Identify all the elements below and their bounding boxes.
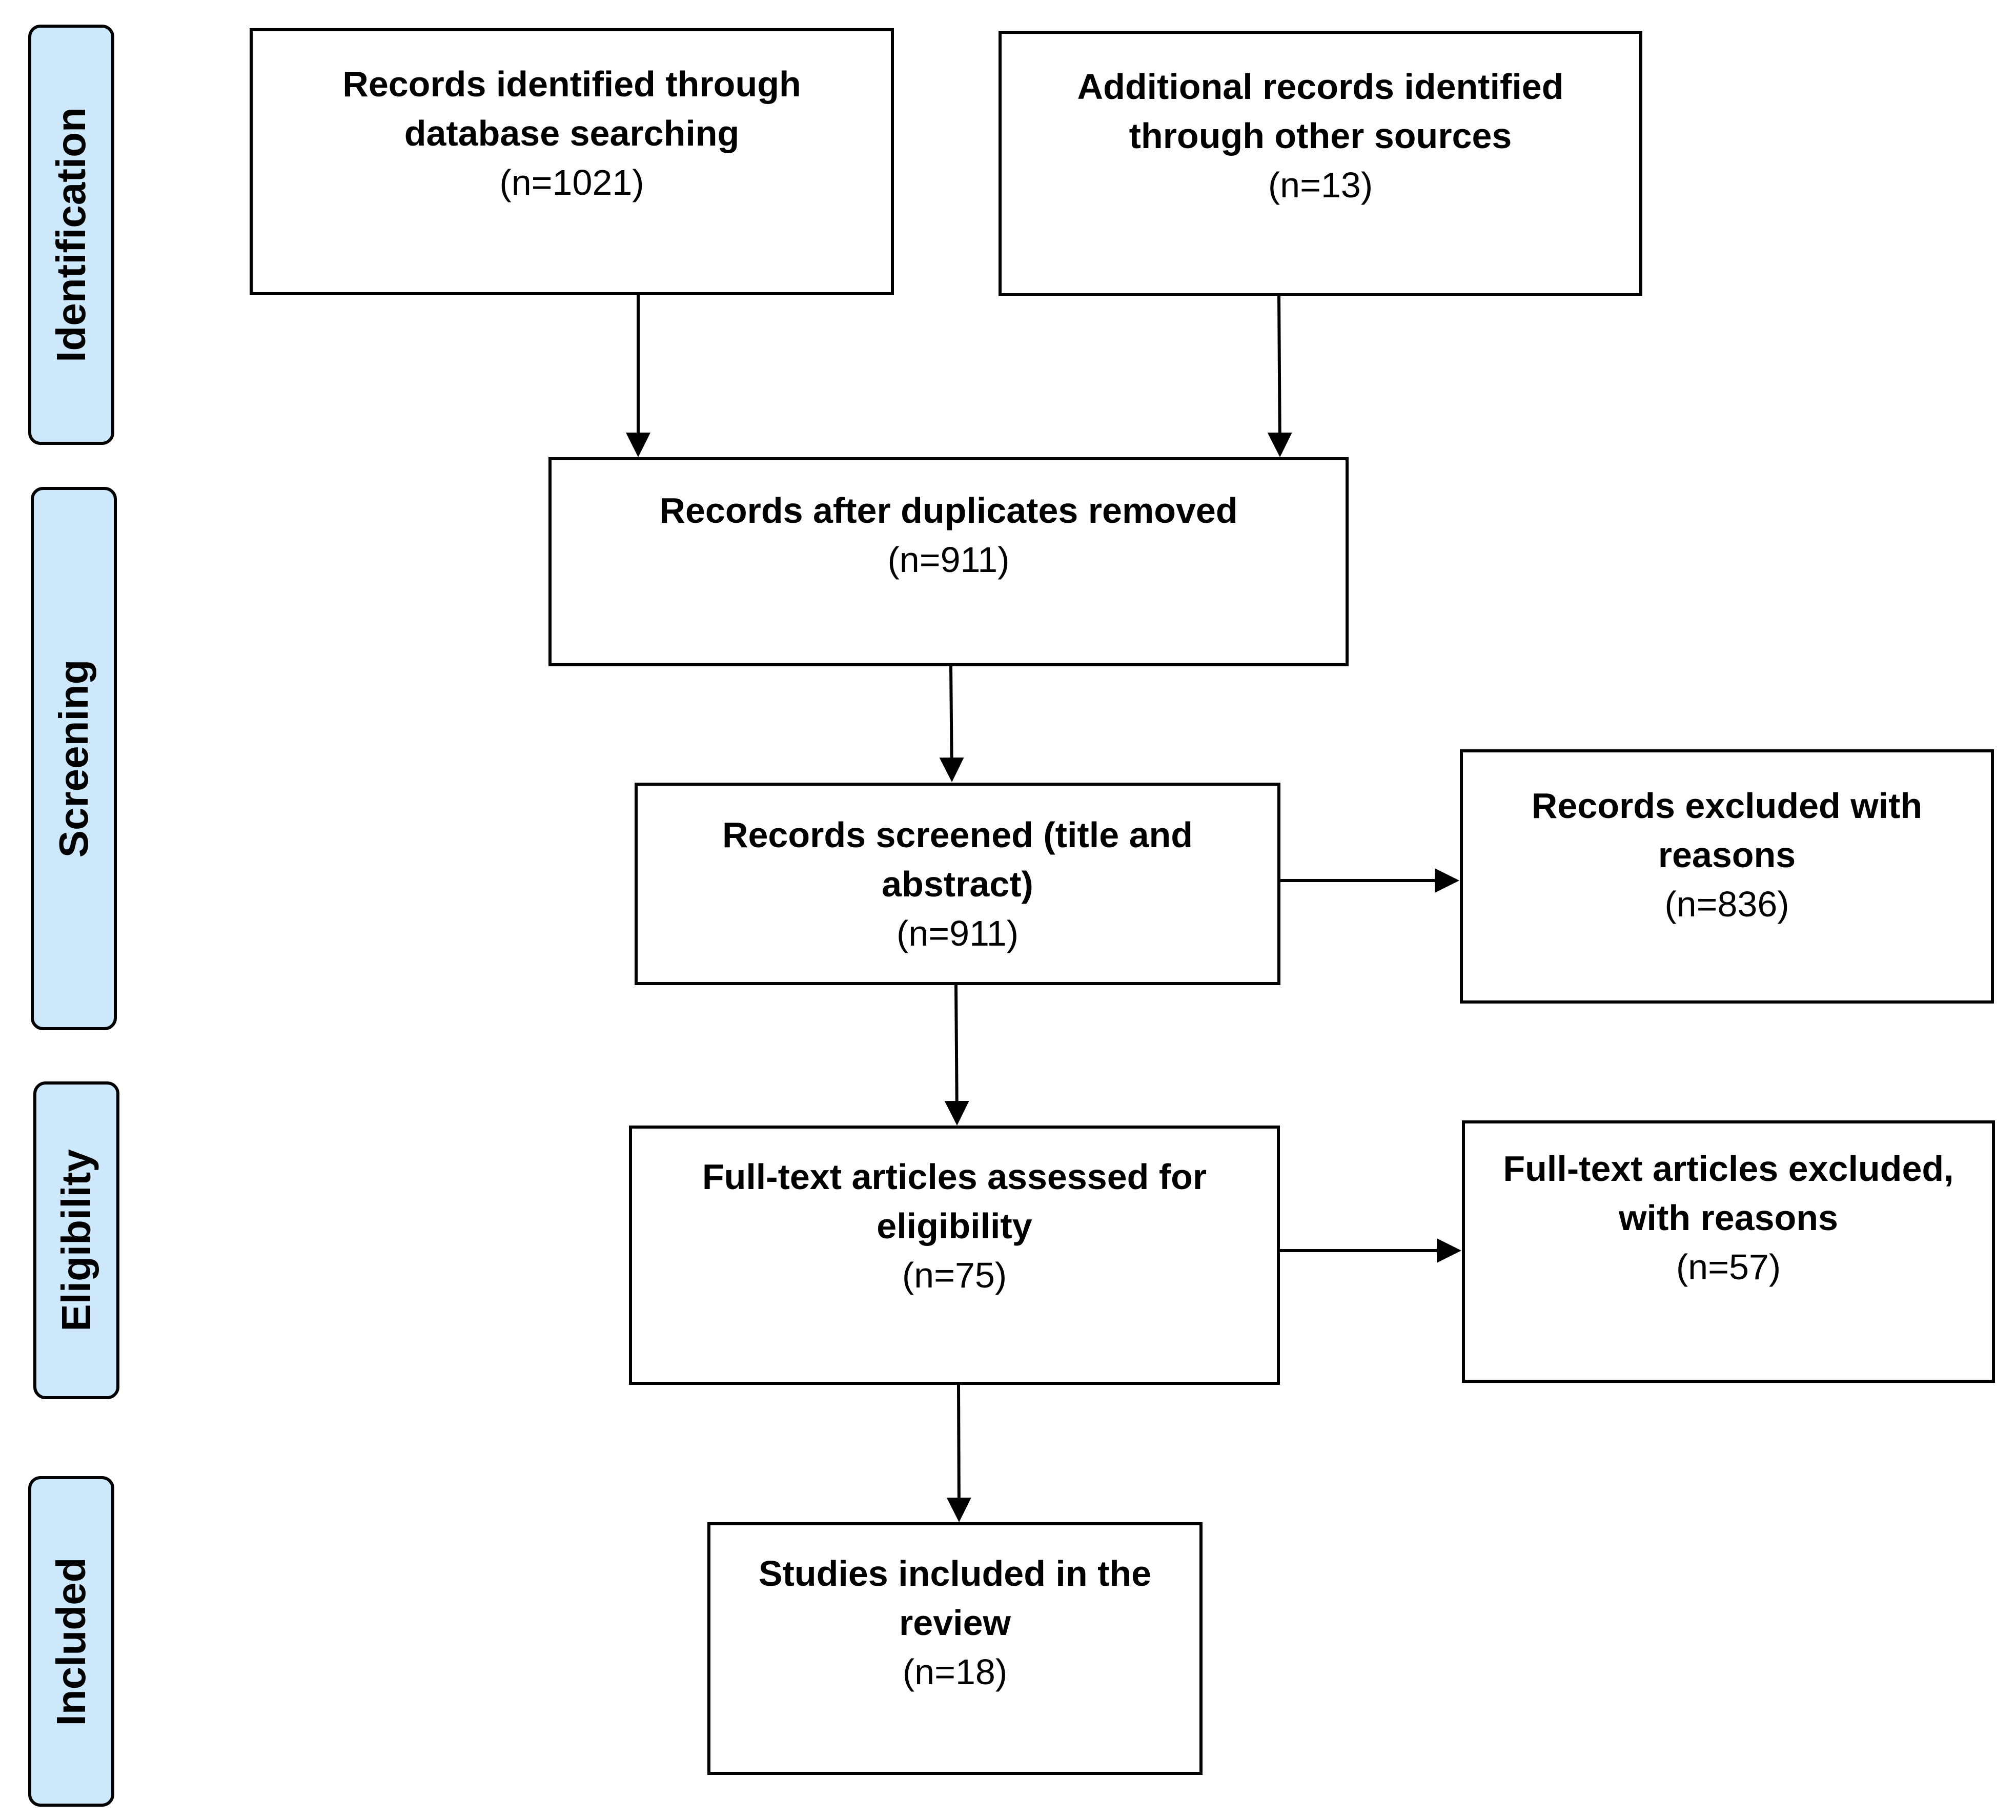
box-included-studies-title: Studies included in the review	[758, 1553, 1152, 1643]
box-database-search: Records identified through database sear…	[250, 28, 894, 295]
box-fulltext-excluded-count: (n=57)	[1676, 1247, 1781, 1287]
phase-screening: Screening	[31, 487, 117, 1030]
box-excluded-records: Records excluded with reasons (n=836)	[1460, 749, 1994, 1004]
box-excluded-records-title: Records excluded with reasons	[1531, 786, 1923, 875]
box-other-sources-count: (n=13)	[1268, 165, 1373, 205]
phase-screening-label: Screening	[51, 659, 96, 858]
box-other-sources: Additional records identified through ot…	[999, 31, 1642, 296]
phase-eligibility: Eligibility	[33, 1081, 119, 1399]
box-screened: Records screened (title and abstract) (n…	[635, 783, 1280, 985]
phase-identification: Identification	[28, 25, 114, 445]
arrow-duplicates-to-screened	[939, 666, 964, 782]
arrow-other-to-duplicates	[1267, 296, 1292, 457]
phase-eligibility-label: Eligibility	[53, 1149, 99, 1332]
box-after-duplicates: Records after duplicates removed (n=911)	[548, 457, 1349, 666]
box-excluded-records-count: (n=836)	[1664, 884, 1789, 924]
phase-identification-label: Identification	[48, 107, 94, 362]
arrow-screened-to-fulltext	[944, 985, 969, 1126]
box-other-sources-title: Additional records identified through ot…	[1077, 67, 1564, 156]
box-fulltext-excluded: Full-text articles excluded, with reason…	[1462, 1120, 1995, 1383]
box-database-search-count: (n=1021)	[499, 162, 644, 202]
phase-included: Included	[28, 1476, 114, 1807]
box-fulltext-assessed-count: (n=75)	[902, 1255, 1007, 1295]
box-included-studies: Studies included in the review (n=18)	[707, 1522, 1203, 1775]
box-after-duplicates-title: Records after duplicates removed	[659, 490, 1238, 530]
phase-included-label: Included	[48, 1557, 94, 1726]
box-fulltext-excluded-title: Full-text articles excluded, with reason…	[1503, 1149, 1954, 1238]
box-screened-title: Records screened (title and abstract)	[722, 815, 1193, 904]
box-after-duplicates-count: (n=911)	[887, 540, 1010, 580]
box-fulltext-assessed: Full-text articles assessed for eligibil…	[629, 1126, 1280, 1385]
box-fulltext-assessed-title: Full-text articles assessed for eligibil…	[702, 1157, 1207, 1246]
box-database-search-title: Records identified through database sear…	[342, 64, 801, 153]
box-included-studies-count: (n=18)	[902, 1652, 1008, 1692]
box-screened-count: (n=911)	[896, 913, 1019, 953]
